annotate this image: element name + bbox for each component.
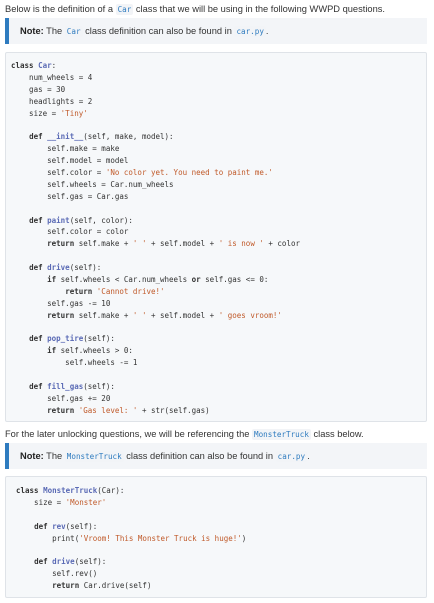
code-line: num_wheels = 4 <box>11 72 93 82</box>
code-line: ​ <box>11 322 426 334</box>
code-line: def rev(self): <box>34 521 98 531</box>
code-line: self.model = model <box>11 156 129 166</box>
code-line: ​ <box>11 369 426 381</box>
code-line: return self.make + ' ' + self.model + ' … <box>47 310 282 320</box>
code-line: self.gas += 20 <box>11 393 111 403</box>
code-line: def pop_tire(self): <box>29 334 115 344</box>
code-line: if self.wheels < Car.num_wheels or self.… <box>47 275 269 285</box>
code-line: return 'Gas level: ' + str(self.gas) <box>47 405 210 415</box>
code-line: return self.make + ' ' + self.model + ' … <box>47 239 300 249</box>
code-line: class Car: <box>11 61 57 70</box>
code-line: self.wheels -= 1 <box>11 358 138 368</box>
inline-code-filename: car.py <box>275 451 308 462</box>
code-line: if self.wheels > 0: <box>47 346 133 356</box>
monstertruck-class-code-block: class MonsterTruck(Car): size = 'Monster… <box>5 476 427 598</box>
code-line: self.gas -= 10 <box>11 298 111 308</box>
inline-code-monstertruck: MonsterTruck <box>64 451 124 462</box>
code-line: def drive(self): <box>34 557 107 567</box>
code-line: self.color = 'No color yet. You need to … <box>11 168 273 178</box>
code-line: def drive(self): <box>29 263 102 273</box>
middle-paragraph: For the later unlocking questions, we wi… <box>5 429 364 440</box>
code-line: ​ <box>11 203 426 215</box>
code-line: def __init__(self, make, model): <box>29 132 174 142</box>
note-monstertruck-file: Note: The MonsterTruck class definition … <box>5 443 427 469</box>
code-line: ​ <box>16 544 426 556</box>
code-line: ​ <box>11 119 426 131</box>
inline-code-car: Car <box>64 26 83 37</box>
monstertruck-class-code: class MonsterTruck(Car): size = 'Monster… <box>11 485 426 592</box>
code-line: def paint(self, color): <box>29 215 133 225</box>
code-line: self.rev() <box>16 569 98 579</box>
code-line: size = 'Tiny' <box>11 108 88 118</box>
inline-code-monstertruck: MonsterTruck <box>252 429 311 440</box>
inline-code-filename: car.py <box>234 26 266 37</box>
note-car-file: Note: The Car class definition can also … <box>5 18 427 44</box>
code-line: ​ <box>11 250 426 262</box>
code-line: self.color = color <box>11 227 129 237</box>
intro-paragraph: Below is the definition of a Car class t… <box>5 4 385 15</box>
code-line: return Car.drive(self) <box>52 581 152 591</box>
inline-code-car: Car <box>115 4 134 15</box>
code-line: return 'Cannot drive!' <box>65 286 165 296</box>
code-line: gas = 30 <box>11 84 66 94</box>
code-line: self.wheels = Car.num_wheels <box>11 179 174 189</box>
code-line: def fill_gas(self): <box>29 382 115 392</box>
code-line: size = 'Monster' <box>16 497 107 507</box>
code-line: print('Vroom! This Monster Truck is huge… <box>16 533 247 543</box>
code-line: headlights = 2 <box>11 96 93 106</box>
code-line: class MonsterTruck(Car): <box>16 486 125 495</box>
car-class-code: class Car: num_wheels = 4 gas = 30 headl… <box>6 60 426 417</box>
code-line: self.gas = Car.gas <box>11 191 129 201</box>
car-class-code-block: class Car: num_wheels = 4 gas = 30 headl… <box>5 52 427 422</box>
code-line: ​ <box>16 509 426 521</box>
code-line: self.make = make <box>11 144 120 154</box>
